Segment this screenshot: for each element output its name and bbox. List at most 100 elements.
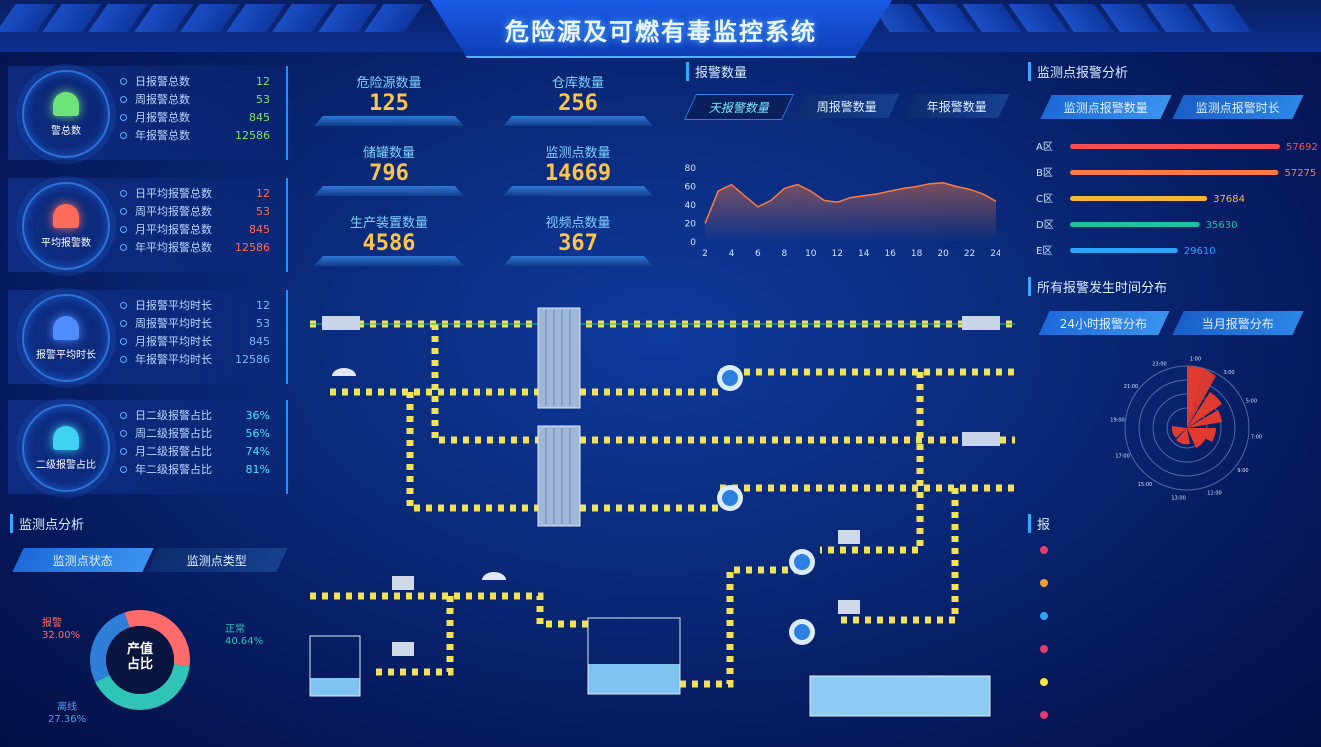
polar-hour-label: 21:00 [1124,384,1138,390]
stat-value: 12 [256,298,270,312]
monitor-analysis-title: 监测点分析 [10,514,84,533]
tab-monitor-status[interactable]: 监测点状态 [12,548,154,572]
polar-hour-label: 23:00 [1152,362,1166,368]
kpi-label: 监测点数量 [545,146,611,161]
stat-name: 年报警总数 [135,129,190,142]
stat-value: 845 [249,334,270,348]
kpi-label: 仓库数量 [551,76,604,91]
tab-point-alarm-duration[interactable]: 监测点报警时长 [1172,95,1304,119]
stat-row: 月报警平均时长 845 [120,332,270,350]
y-tick-label: 60 [685,183,697,193]
kpi-label: 危险源数量 [356,76,422,91]
tab-24h-distribution[interactable]: 24小时报警分布 [1038,311,1170,335]
polar-hour-label: 13:00 [1171,496,1185,502]
polar-hour-label: 11:00 [1207,490,1221,496]
kpi-base [314,116,464,126]
bar-category-label: D区 [1036,219,1054,231]
stat-value: 845 [249,222,270,236]
panel-label: 二级报警占比 [36,459,96,471]
polar-time-chart: 1:003:005:007:009:0011:0013:0015:0017:00… [1110,357,1262,502]
tab-yearly-alarm[interactable]: 年报警数量 [904,94,1010,118]
polar-hour-label: 17:00 [1115,454,1129,460]
polar-hour-label: 1:00 [1190,357,1201,363]
stat-row: 日报警总数 12 [120,72,270,90]
tab-monitor-type[interactable]: 监测点类型 [146,548,288,572]
y-tick-label: 40 [685,201,697,211]
kpi-label: 视频点数量 [545,216,611,231]
alarm-ring: 报警平均时长 [22,294,110,382]
x-tick-label: 4 [729,249,735,259]
bar-category-label: A区 [1036,141,1053,153]
stat-name: 周二级报警占比 [135,427,212,440]
donut-slice [95,664,190,710]
stat-row: 日报警平均时长 12 [120,296,270,314]
page-title: 危险源及可燃有毒监控系统 [505,18,817,46]
kpi-value: 256 [558,91,598,116]
stat-value: 12 [256,74,270,88]
tab-daily-alarm[interactable]: 天报警数量 [683,94,795,120]
kpi-base [503,186,653,196]
polar-hour-label: 15:00 [1138,482,1152,488]
stat-name: 日报警平均时长 [135,299,212,312]
kpi-value: 796 [369,161,409,186]
x-tick-label: 14 [858,249,870,259]
legend-dot [1040,678,1048,686]
area-fill [705,182,996,242]
x-tick-label: 10 [805,249,817,259]
tab-month-distribution[interactable]: 当月报警分布 [1172,311,1304,335]
bar-category-label: C区 [1036,193,1053,205]
y-tick-label: 0 [690,238,696,248]
x-tick-label: 20 [937,249,949,259]
pump-icon [717,365,815,645]
bottom-right-legend [1040,546,1048,719]
x-tick-label: 8 [781,249,787,259]
stat-name: 月报警平均时长 [135,335,212,348]
x-tick-label: 16 [884,249,896,259]
stat-name: 周平均报警总数 [135,205,212,218]
stat-name: 周报警总数 [135,93,190,106]
alarm-light-icon [53,425,79,450]
alarm-count-title: 报警数量 [686,62,747,81]
kpi-value: 125 [369,91,409,116]
tab-weekly-alarm[interactable]: 周报警数量 [794,94,900,118]
alarm-ring: 二级报警占比 [22,404,110,492]
alarm-light-icon [53,315,79,340]
stat-value: 12586 [235,128,270,142]
meter-icon [322,316,1000,656]
kpi-value: 367 [558,231,598,256]
polar-hour-label: 19:00 [1110,418,1124,424]
stat-value: 81% [245,462,270,476]
y-tick-label: 80 [685,164,697,174]
legend-dot [1040,612,1048,620]
polar-bars [1171,366,1222,448]
stat-value: 12 [256,186,270,200]
bar-value-label: 29610 [1184,246,1216,257]
polar-hour-label: 3:00 [1223,370,1234,376]
kpi-label: 生产装置数量 [349,216,428,231]
bar-category-label: E区 [1036,245,1052,257]
x-tick-label: 12 [832,249,843,259]
tab-point-alarm-count[interactable]: 监测点报警数量 [1040,95,1172,119]
bar [1070,222,1200,227]
status-donut-chart [90,610,190,710]
stat-name: 日报警总数 [135,75,190,88]
legend-dot [1040,711,1048,719]
stat-name: 日平均报警总数 [135,187,212,200]
stat-name: 周报警平均时长 [135,317,212,330]
stat-value: 12586 [235,240,270,254]
